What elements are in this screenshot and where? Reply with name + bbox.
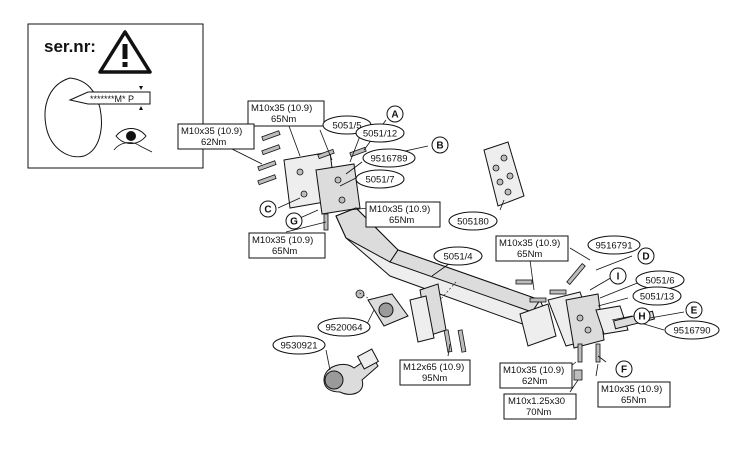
svg-text:F: F (621, 365, 627, 376)
torque-box-right-low-b: M10x1.25x30 70Nm (503, 393, 577, 420)
callout-d: D (637, 247, 655, 265)
torque-box-mid-right: M10x35 (10.9) 65Nm (365, 201, 441, 228)
warning-triangle-icon (98, 30, 152, 74)
part-5051-6-label: 5051/6 (645, 276, 674, 287)
part-505180: 505180 (448, 211, 498, 231)
torque-box-center-low: M12x65 (10.9) 95Nm (399, 359, 471, 386)
part-5051-13-label: 5051/13 (640, 292, 674, 303)
crossbeam (335, 207, 557, 347)
torque-box-top-b: M10x35 (10.9) 62Nm (177, 123, 255, 150)
torque-box-right-low-c: M10x35 (10.9) 65Nm (597, 381, 671, 408)
part-5051-5-label: 5051/5 (332, 121, 361, 132)
torque-mid-right-spec: M10x35 (10.9) (369, 204, 430, 215)
torque-right-low-b-spec: M10x1.25x30 (508, 396, 565, 407)
part-5051-4: 5051/4 (433, 246, 483, 266)
serial-panel-title: ser.nr: (44, 37, 96, 56)
left-mounting-plate (283, 151, 361, 215)
torque-right-low-b-value: 70Nm (526, 407, 551, 418)
svg-text:D: D (642, 252, 649, 263)
center-socket-bracket (409, 283, 467, 353)
torque-right-top-spec: M10x35 (10.9) (499, 238, 560, 249)
part-9516790: 9516790 (664, 320, 720, 340)
torque-box-top-a: M10x35 (10.9) 65Nm (247, 100, 325, 127)
torque-top-a-value: 65Nm (271, 114, 296, 125)
torque-box-left-low: M10x35 (10.9) 65Nm (248, 232, 326, 259)
torque-mid-right-value: 65Nm (389, 215, 414, 226)
part-5051-7: 5051/7 (355, 169, 405, 189)
svg-text:E: E (691, 306, 698, 317)
callout-a: A (386, 105, 404, 123)
part-9516791-label: 9516791 (596, 241, 633, 252)
part-5051-7-label: 5051/7 (365, 175, 394, 186)
part-9520064: 9520064 (317, 317, 371, 337)
svg-text:A: A (391, 110, 398, 121)
callout-e: E (685, 301, 703, 319)
part-9516790-label: 9516790 (674, 326, 711, 337)
part-505180-label: 505180 (457, 217, 489, 228)
svg-text:G: G (290, 217, 298, 228)
part-5051-13: 5051/13 (632, 286, 682, 306)
callout-f: F (615, 360, 633, 378)
eye-icon (113, 128, 153, 153)
svg-text:I: I (617, 272, 620, 283)
callout-h: H (633, 307, 651, 325)
part-5051-12-label: 5051/12 (363, 129, 397, 140)
svg-text:B: B (436, 141, 443, 152)
part-5051-12: 5051/12 (355, 123, 405, 143)
torque-top-b-value: 62Nm (201, 137, 226, 148)
torque-top-a-spec: M10x35 (10.9) (251, 103, 312, 114)
callout-b: B (431, 136, 449, 154)
part-9516791: 9516791 (587, 235, 641, 255)
part-5051-6: 5051/6 (635, 270, 685, 290)
bracket-505180-part (483, 141, 525, 207)
part-9516789: 9516789 (362, 148, 416, 168)
torque-box-right-low-a: M10x35 (10.9) 62Nm (499, 362, 573, 389)
right-bolt-set (515, 262, 601, 381)
torque-left-low-spec: M10x35 (10.9) (252, 235, 313, 246)
part-9530921-label: 9530921 (281, 341, 318, 352)
torque-right-low-a-value: 62Nm (522, 376, 547, 387)
tow-ball-part (323, 348, 380, 395)
torque-center-low-value: 95Nm (422, 373, 447, 384)
part-5051-4-label: 5051/4 (443, 252, 472, 263)
torque-left-low-value: 65Nm (272, 246, 297, 257)
torque-right-low-c-value: 65Nm (621, 395, 646, 406)
serial-panel: ser.nr: *******M* P (27, 23, 204, 169)
part-9516789-label: 9516789 (371, 154, 408, 165)
svg-text:C: C (264, 205, 271, 216)
torque-right-low-a-spec: M10x35 (10.9) (503, 365, 564, 376)
torque-box-right-top: M10x35 (10.9) 65Nm (495, 235, 569, 262)
callout-i: I (609, 267, 627, 285)
callout-c: C (259, 200, 277, 218)
serial-plate-text: *******M* P (90, 94, 134, 104)
svg-text:H: H (638, 312, 645, 323)
torque-center-low-spec: M12x65 (10.9) (403, 362, 464, 373)
electrical-socket-part (355, 289, 409, 327)
torque-right-top-value: 65Nm (517, 249, 542, 260)
part-9520064-label: 9520064 (326, 323, 363, 334)
part-9530921: 9530921 (272, 335, 326, 355)
callout-g: G (285, 212, 303, 230)
torque-right-low-c-spec: M10x35 (10.9) (601, 384, 662, 395)
torque-top-b-spec: M10x35 (10.9) (181, 126, 242, 137)
serial-plate: *******M* P (68, 86, 151, 110)
